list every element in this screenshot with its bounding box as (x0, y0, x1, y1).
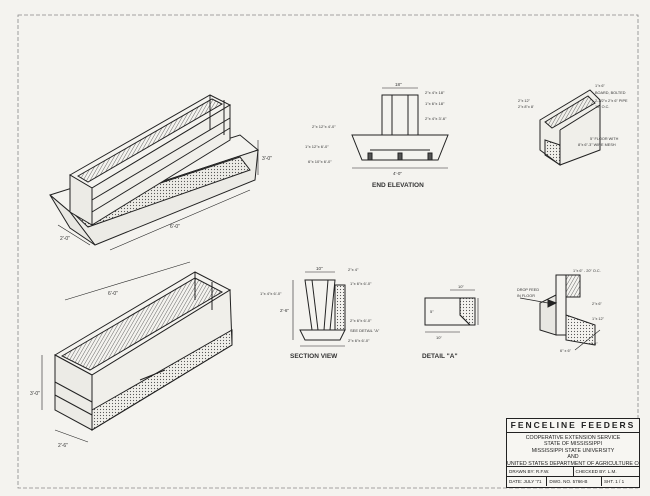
dim-end-bottom: 4'-0" (393, 171, 402, 176)
sheet-number: SHT. 1 / 1 (603, 479, 625, 484)
note-iso-4: 10" O.C. (595, 105, 609, 109)
note-iso-2: BOARD, BOLTED (595, 91, 626, 95)
note-iso-8: 8"x 6"-3" WIRE MESH (578, 143, 616, 147)
top-feeder-isometric (48, 94, 260, 251)
dim-top-length: 6'-0" (170, 224, 180, 230)
title-block: FENCELINE FEEDERS COOPERATIVE EXTENSION … (506, 418, 640, 488)
note-iso-6: 2"x 8"x 8' (518, 105, 534, 109)
checked-by: CHECKED BY: L.M. (575, 469, 617, 474)
dim-section-side: 2'-6" (280, 308, 289, 313)
dim-top-width: 2'-0" (60, 236, 70, 242)
note-end-5: 2"x 12"x 4'-0" (312, 124, 336, 129)
dim-top-height: 3'-0" (262, 156, 272, 162)
note-iso-1: 1"x 6" (595, 84, 606, 88)
org-line-1: COOPERATIVE EXTENSION SERVICE (525, 435, 621, 441)
bottom-feeder-isometric (41, 261, 233, 443)
dim-bottom-length: 6'-0" (108, 291, 118, 297)
note-fence-4: 2"x 6" (592, 302, 603, 306)
note-end-6: 1"x 12"x 6'-0" (305, 144, 329, 149)
detail-a-view (424, 289, 479, 333)
title-block-row-date: DATE: JULY '71 DWG. NO. 5766-B SHT. 1 / … (507, 477, 639, 486)
dim-detail-top: 10" (458, 284, 464, 289)
note-section-6: SEE DETAIL "A" (350, 328, 380, 333)
dim-bottom-width: 2'-6" (58, 443, 68, 449)
drawing-title: FENCELINE FEEDERS (507, 419, 639, 433)
note-fence-6: 6" x 6" (560, 349, 572, 353)
org-line-2: STATE OF MISSISSIPPI (543, 441, 603, 448)
detail-a-label: DETAIL "A" (422, 353, 458, 360)
title-block-row-drawn: DRAWN BY: R.F.W. CHECKED BY: L.M. (507, 467, 639, 477)
fence-detail-iso (519, 274, 601, 351)
note-section-4: 2"x 6"x 6'-0" (350, 318, 372, 323)
dim-bottom-height: 3'-0" (30, 391, 40, 397)
note-section-1: 2"x 4" (348, 267, 359, 272)
note-fence-5: 1"x 12" (592, 317, 605, 321)
sheet-border (17, 14, 639, 489)
org-line-5: UNITED STATES DEPARTMENT OF AGRICULTURE … (507, 460, 639, 467)
dim-section-top: 10" (316, 266, 323, 271)
note-iso-5: 2"x 12" (518, 99, 531, 103)
end-elevation-view (351, 87, 449, 169)
drawing-date: DATE: JULY '71 (507, 477, 548, 486)
end-elevation-label: END ELEVATION (372, 182, 424, 189)
org-line-4: AND (567, 454, 579, 461)
note-section-7: 2"x 6"x 6'-0" (348, 338, 370, 343)
section-view-label: SECTION VIEW (290, 353, 338, 360)
note-end-1: 2"x 4"x 18" (425, 90, 445, 95)
note-fence-2: DROP FEED (517, 288, 539, 292)
drawing-number: DWG. NO. 5766-B (547, 477, 602, 486)
organization-block: COOPERATIVE EXTENSION SERVICE STATE OF M… (507, 433, 639, 467)
note-end-2: 1"x 6"x 18" (425, 101, 445, 106)
drawn-by: DRAWN BY: R.F.W. (507, 467, 574, 476)
dim-detail-bottom: 10" (436, 335, 442, 340)
note-iso-3: 2-1/2"x 2"x 6" PIPE (595, 99, 628, 103)
dim-detail-side: 5" (430, 309, 434, 314)
dim-end-top: 18" (395, 82, 402, 87)
note-end-7: 6"x 10"x 6'-0" (308, 159, 332, 164)
note-iso-7: 5" FLOOR WITH (590, 137, 619, 141)
note-fence-3: IN FLOOR (517, 294, 535, 298)
note-section-3: 1"x 4"x 6'-0" (260, 291, 282, 296)
note-fence-7: 4'-0" (590, 342, 598, 346)
note-section-2: 1"x 6"x 6'-0" (350, 281, 372, 286)
org-line-3: MISSISSIPPI STATE UNIVERSITY (531, 447, 615, 454)
note-end-3: 2"x 4"x 3'-6" (425, 116, 447, 121)
note-fence-1: 1"x 6" - 20" O.C. (573, 269, 601, 273)
section-view (292, 271, 346, 347)
trough-detail-iso (539, 89, 601, 166)
